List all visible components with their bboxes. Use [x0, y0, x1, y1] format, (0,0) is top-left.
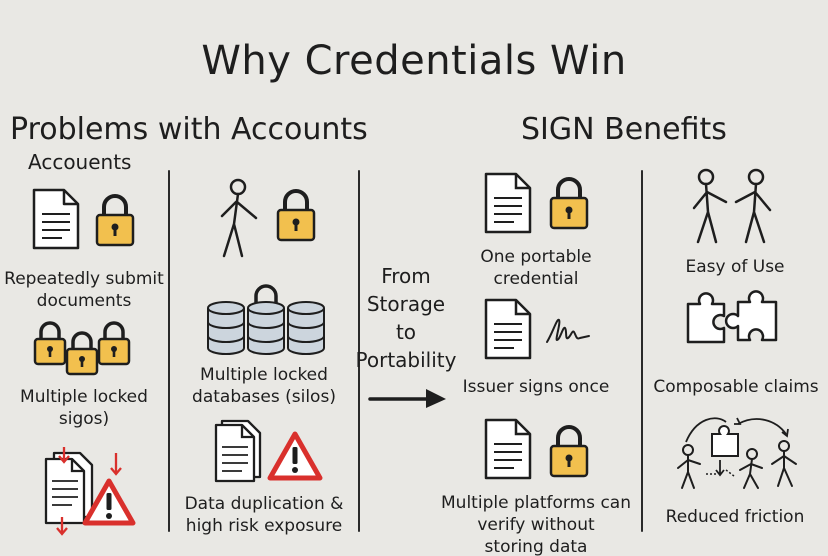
transition-line: to [395, 320, 417, 344]
divider-left [168, 170, 170, 532]
locked-dbs-line: databases (silos) [192, 387, 336, 407]
locked-dbs-line: Multiple locked [200, 365, 328, 385]
page-title: Why Credentials Win [201, 38, 627, 84]
transition-label: From Storage to Portability [350, 262, 462, 374]
ease-of-use-label: Easy of Use [685, 257, 785, 277]
reduced-friction-label: Reduced friction [665, 507, 805, 527]
signature-icon [546, 318, 590, 343]
issuer-signs-label: Issuer signs once [462, 377, 610, 397]
right-arrow-icon [368, 389, 446, 408]
locked-sigos-line: sigos) [58, 409, 110, 429]
document-icon [484, 298, 532, 360]
walking-person-icon [220, 178, 258, 258]
platforms-line: verify without [477, 515, 595, 535]
lock-icon [549, 425, 589, 478]
lock-icon [95, 194, 135, 247]
document-icon [484, 172, 532, 234]
duplication-line: high risk exposure [185, 516, 343, 536]
warning-icon [267, 431, 323, 481]
warning-icon [82, 478, 136, 526]
accounts-subheading: Accouents [28, 150, 132, 174]
duplication-line: Data duplication & [184, 494, 344, 514]
divider-right [641, 170, 643, 532]
people-handshake-icon [692, 168, 772, 244]
portable-credential-line: One portable [480, 247, 592, 267]
lock-icon [97, 321, 131, 366]
puzzle-pieces-icon [686, 290, 778, 344]
transition-line: From [381, 264, 431, 288]
lock-icon [276, 189, 316, 242]
document-icon [32, 188, 80, 250]
reduced-friction-icon [677, 417, 797, 489]
database-silos-icon [207, 284, 325, 355]
duplication-label: Data duplication & high risk exposure [170, 493, 358, 537]
submit-docs-label: Repeatedly submit documents [0, 268, 168, 312]
locked-dbs-label: Multiple locked databases (silos) [170, 364, 358, 408]
portable-credential-label: One portable credential [456, 246, 616, 290]
lock-icon [33, 321, 67, 366]
locked-sigos-line: Multiple locked [20, 387, 148, 407]
problems-heading: Problems with Accounts [10, 112, 368, 147]
portable-credential-line: credential [493, 269, 579, 289]
locked-sigos-label: Multiple locked sigos) [0, 386, 168, 430]
stacked-documents-icon [214, 419, 262, 483]
transition-line: Portability [355, 348, 457, 372]
composable-claims-label: Composable claims [653, 377, 819, 397]
duplicated-documents-icon [44, 447, 122, 536]
submit-docs-line: documents [36, 291, 132, 311]
platforms-line: storing data [484, 537, 588, 556]
lock-icon [65, 331, 99, 376]
document-icon [484, 418, 532, 480]
transition-line: Storage [366, 292, 446, 316]
benefits-heading: SIGN Benefits [521, 112, 727, 147]
lock-icon [549, 177, 589, 230]
divider-middle [358, 170, 360, 532]
submit-docs-line: Repeatedly submit [4, 269, 164, 289]
platforms-line: Multiple platforms can [441, 493, 631, 513]
platforms-label: Multiple platforms can verify without st… [430, 492, 642, 556]
